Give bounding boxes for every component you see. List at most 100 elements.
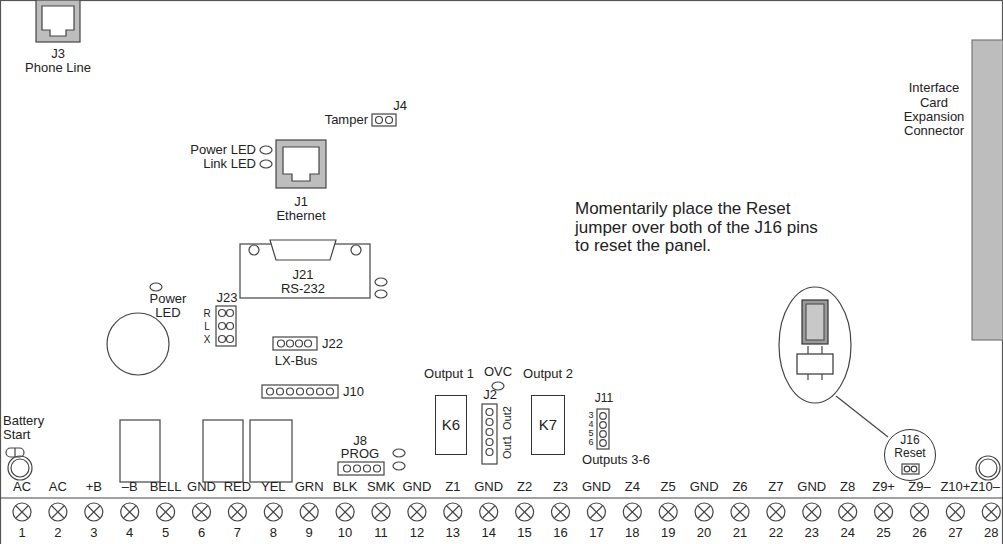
terminal-number: 22 xyxy=(769,526,783,540)
terminal-screw xyxy=(516,503,534,521)
terminal-name: –B xyxy=(122,480,138,494)
terminal-screw-cross xyxy=(160,506,172,518)
terminal-screw-cross xyxy=(770,506,782,518)
terminal-screw xyxy=(982,503,1000,521)
pin-name: X xyxy=(204,334,211,345)
connector-name: J10 xyxy=(343,385,364,399)
connector-label: LX-Bus xyxy=(275,354,318,368)
terminal-screw-cross xyxy=(878,506,890,518)
terminal-number: 6 xyxy=(198,526,205,540)
terminal-screw-cross xyxy=(806,506,818,518)
terminal-screw xyxy=(946,503,964,521)
terminal-screw xyxy=(695,503,713,521)
terminal-number: 15 xyxy=(517,526,531,540)
terminal-screw xyxy=(587,503,605,521)
terminal-number: 10 xyxy=(338,526,352,540)
terminal-screw-cross xyxy=(519,506,531,518)
terminal-screw-cross xyxy=(231,506,243,518)
terminal-screw xyxy=(228,503,246,521)
connector-label: Tamper xyxy=(325,113,368,127)
terminal-screw-cross xyxy=(124,506,136,518)
connector-name: J23 xyxy=(217,291,238,305)
terminal-number: 9 xyxy=(306,526,313,540)
terminal-number: 14 xyxy=(481,526,495,540)
connector-name: J4 xyxy=(393,99,407,113)
terminal-screw xyxy=(408,503,426,521)
connector-label: Interface Card Expansion Connector xyxy=(899,81,969,138)
terminal-number: 2 xyxy=(54,526,61,540)
relay-box: K7 xyxy=(531,395,565,455)
terminal-screw xyxy=(372,503,390,521)
instruction-note: Momentarily place the Reset jumper over … xyxy=(575,200,820,256)
terminal-name: GND xyxy=(582,480,611,494)
terminal-number: 11 xyxy=(374,526,388,540)
terminal-screw xyxy=(264,503,282,521)
output-label: Output 2 xyxy=(523,367,573,381)
terminal-screw xyxy=(839,503,857,521)
terminal-screw-cross xyxy=(626,506,638,518)
terminal-name: GND xyxy=(474,480,503,494)
terminal-screw xyxy=(552,503,570,521)
terminal-name: Z8 xyxy=(840,480,855,494)
terminal-screw-cross xyxy=(375,506,387,518)
terminal-screw-cross xyxy=(267,506,279,518)
terminal-name: Z10– xyxy=(970,480,1000,494)
terminal-screw-cross xyxy=(842,506,854,518)
terminal-name: Z1 xyxy=(445,480,460,494)
terminal-name: AC xyxy=(49,480,67,494)
terminal-screw-cross xyxy=(734,506,746,518)
switch-label: Battery Start xyxy=(3,414,63,443)
terminal-number: 24 xyxy=(840,526,854,540)
terminal-name: Z3 xyxy=(553,480,568,494)
terminal-number: 16 xyxy=(553,526,567,540)
node-text: J16 Reset xyxy=(892,434,928,460)
led-label: Link LED xyxy=(203,157,256,171)
connector-name: J3 xyxy=(51,47,65,61)
output-label: Outputs 3-6 xyxy=(582,453,650,467)
terminal-number: 21 xyxy=(733,526,747,540)
connector-name: J1 xyxy=(294,195,308,209)
terminal-name: SMK xyxy=(367,480,395,494)
terminal-screw xyxy=(300,503,318,521)
terminal-number: 27 xyxy=(948,526,962,540)
terminal-screw xyxy=(444,503,462,521)
terminal-screw-cross xyxy=(196,506,208,518)
terminal-screw xyxy=(623,503,641,521)
terminal-screw-cross xyxy=(914,506,926,518)
terminal-screw-cross xyxy=(411,506,423,518)
terminal-number: 1 xyxy=(18,526,25,540)
connector-name: J11 xyxy=(595,392,613,405)
terminal-screw xyxy=(121,503,139,521)
terminal-screw-cross xyxy=(16,506,28,518)
connector-name: J21 xyxy=(293,268,314,282)
terminal-screw-cross xyxy=(303,506,315,518)
terminal-number: 18 xyxy=(625,526,639,540)
terminal-screw-cross xyxy=(590,506,602,518)
terminal-number: 17 xyxy=(589,526,603,540)
terminal-screw xyxy=(336,503,354,521)
pin-name: R xyxy=(203,308,210,319)
connector-label: Ethernet xyxy=(276,209,325,223)
terminal-screw-cross xyxy=(483,506,495,518)
terminal-number: 19 xyxy=(661,526,675,540)
terminal-name: GRN xyxy=(295,480,324,494)
relay-box: K6 xyxy=(435,395,467,455)
led-label: Power LED xyxy=(146,292,190,321)
terminal-screw xyxy=(480,503,498,521)
terminal-screw-cross xyxy=(555,506,567,518)
terminal-name: Z5 xyxy=(661,480,676,494)
terminal-name: BLK xyxy=(333,480,358,494)
terminal-screw-cross xyxy=(662,506,674,518)
terminal-screw-cross xyxy=(985,506,997,518)
reset-jumper-circle: J16 Reset xyxy=(884,429,936,481)
node-text: K6 xyxy=(442,417,460,434)
terminal-name: Z9– xyxy=(908,480,930,494)
terminal-number: 13 xyxy=(446,526,460,540)
connector-label: PROG xyxy=(341,447,379,461)
terminal-number: 26 xyxy=(912,526,926,540)
terminal-screw-cross xyxy=(698,506,710,518)
terminal-screw xyxy=(911,503,929,521)
terminal-number: 8 xyxy=(270,526,277,540)
terminal-number: 7 xyxy=(234,526,241,540)
